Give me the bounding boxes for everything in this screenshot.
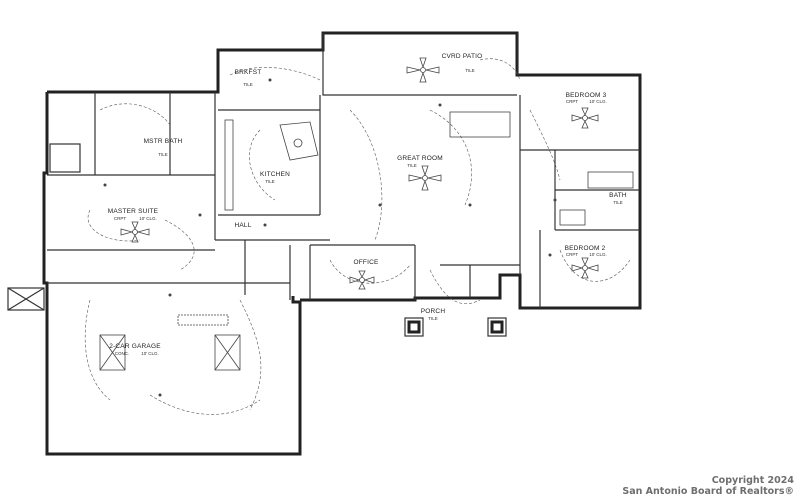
label-bedroom-2: BEDROOM 2 <box>565 245 606 252</box>
copyright-line: Copyright 2024 <box>711 475 794 486</box>
label-master-suite: MASTER SUITE <box>108 208 159 215</box>
label-kitchen: KITCHEN <box>260 171 290 178</box>
label-porch: PORCH <box>421 308 446 315</box>
fixture-symbols <box>103 78 557 397</box>
copyright-owner: San Antonio Board of Realtors® <box>622 486 794 497</box>
note-bed3-crpt: CRPT <box>566 99 579 104</box>
note-garage-conc: CONC. <box>115 351 130 356</box>
label-bath: BATH <box>609 192 627 199</box>
label-garage: 2-CAR GARAGE <box>109 343 161 350</box>
label-great-room: GREAT ROOM <box>397 155 443 162</box>
note-bed2-clg: 10' CLG. <box>589 252 607 257</box>
note-master-clg: 10' CLG. <box>139 216 157 221</box>
note-master-crpt: CRPT <box>114 216 127 221</box>
kitchen-island <box>224 111 634 226</box>
exterior-walls <box>42 31 642 456</box>
label-master-bath: MSTR BATH <box>144 138 183 145</box>
note-bed2-crpt: CRPT <box>566 252 579 257</box>
electrical-wiring <box>84 58 631 415</box>
note-porch-tile: TILE <box>428 316 438 321</box>
copyright-watermark: Copyright 2024 San Antonio Board of Real… <box>622 475 794 497</box>
label-office: OFFICE <box>353 259 378 266</box>
note-patio-tile: TILE <box>465 68 475 73</box>
note-kitchen-tile: TILE <box>265 179 275 184</box>
note-bath-tile: TILE <box>613 200 623 205</box>
ceiling-fans <box>120 57 599 290</box>
label-covered-patio: CVRD PATIO <box>442 53 483 60</box>
label-breakfast: BRKFST <box>235 69 262 76</box>
note-garage-clg: 10' CLG. <box>141 351 159 356</box>
room-labels: CVRD PATIO TILE BEDROOM 3 CRPT 10' CLG. … <box>108 53 627 356</box>
label-hall: HALL <box>234 222 251 229</box>
note-brkfst-tile: TILE <box>243 82 253 87</box>
note-great-tile: TILE <box>407 163 417 168</box>
note-mbath-tile: TILE <box>158 152 168 157</box>
note-bed3-clg: 10' CLG. <box>589 99 607 104</box>
exterior-features <box>7 143 507 371</box>
interior-walls <box>47 92 640 308</box>
label-bedroom-3: BEDROOM 3 <box>566 92 607 99</box>
